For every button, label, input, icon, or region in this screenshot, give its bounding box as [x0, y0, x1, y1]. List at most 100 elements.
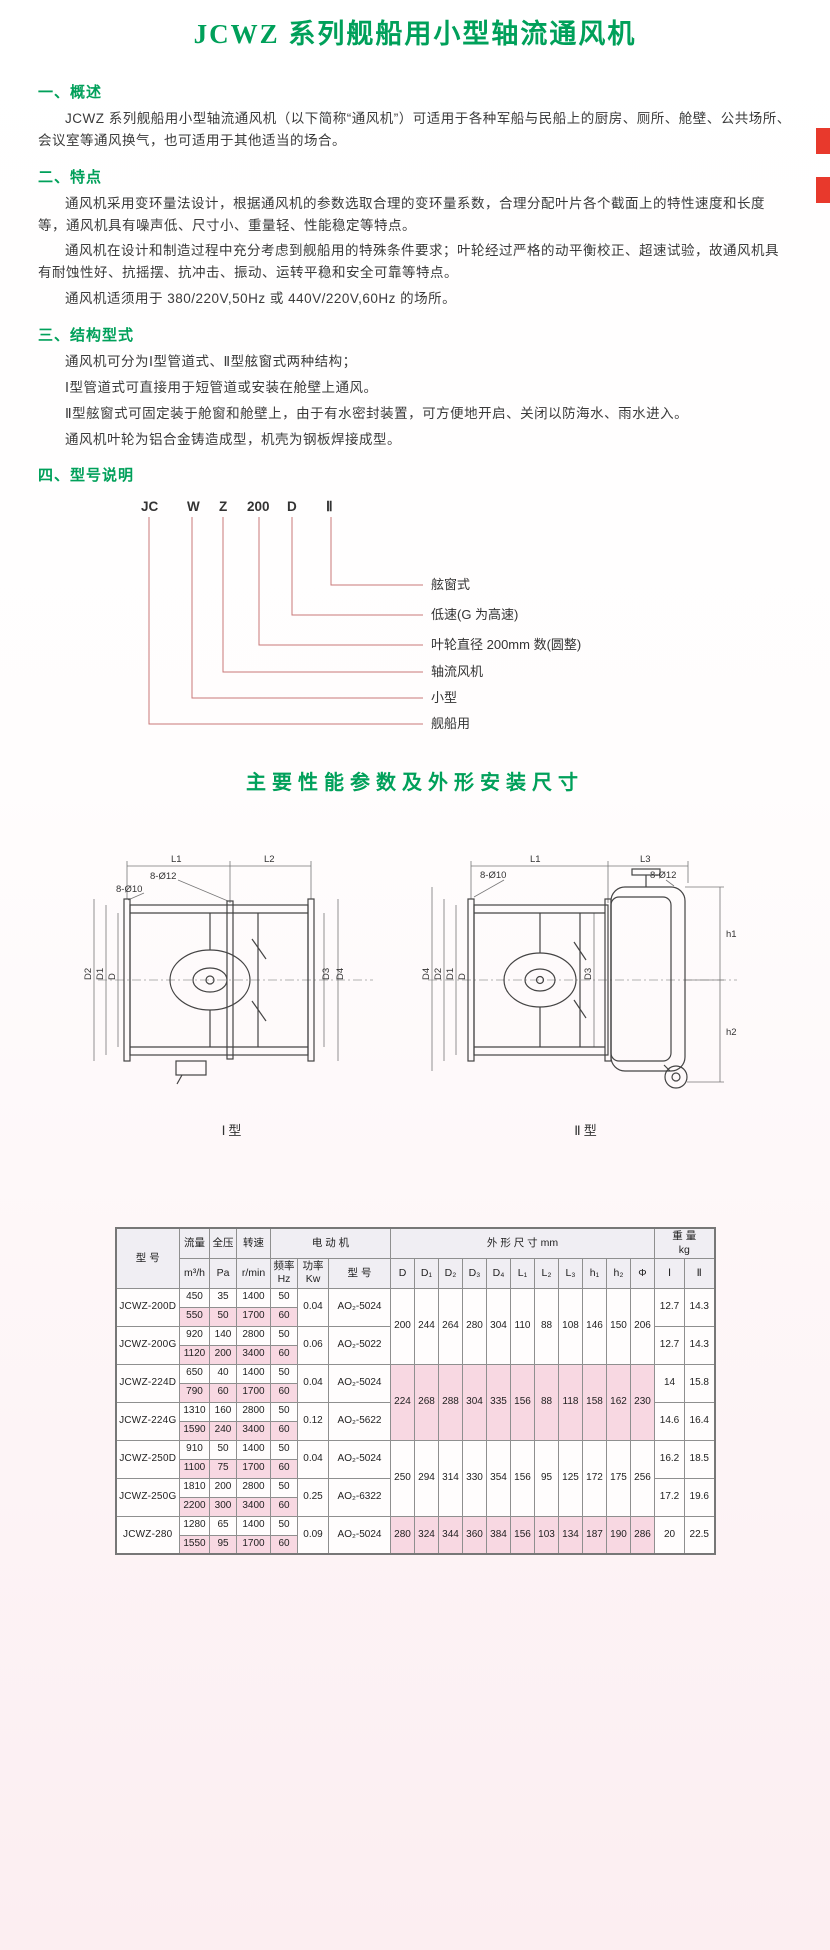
cell-weight-type1: 12.7 — [654, 1325, 685, 1365]
cell-power: 0.04 — [297, 1363, 329, 1403]
cell-speed: 2800 — [236, 1325, 271, 1346]
cell-model: JCWZ-224G — [115, 1401, 180, 1441]
cell-pressure: 75 — [209, 1458, 237, 1479]
cell-weight-type2: 14.3 — [684, 1325, 715, 1365]
cell-power: 0.04 — [297, 1439, 329, 1479]
cell-dim-0: 200 — [390, 1287, 415, 1365]
col-header-motor-model: 型 号 — [328, 1257, 391, 1289]
cell-dim-0: 224 — [390, 1363, 415, 1441]
cell-weight-type1: 14 — [654, 1363, 685, 1403]
col-header-speed: 转速 — [236, 1227, 271, 1259]
type1-caption: Ⅰ型 — [221, 1123, 245, 1139]
designation-codes: JC W Z 200 D Ⅱ — [141, 499, 333, 514]
label-axial-fan: 轴流风机 — [431, 664, 483, 679]
cell-motor-model: AO₂-5024 — [328, 1363, 391, 1403]
col-header-dim-2: D₂ — [438, 1257, 463, 1289]
cell-dim-7: 134 — [558, 1515, 583, 1555]
dim-label-d: D — [107, 973, 118, 980]
cell-dim-5: 156 — [510, 1439, 535, 1517]
dim-label-d1: D1 — [95, 968, 106, 980]
performance-params-heading: 主要性能参数及外形安装尺寸 — [246, 772, 584, 795]
col-header-dimensions-group: 外 形 尺 寸 mm — [390, 1227, 655, 1259]
cell-motor-model: AO₂-5022 — [328, 1325, 391, 1365]
structure-paragraph-3: Ⅱ型舷窗式可固定装于舱窗和舱壁上，由于有水密封装置，可方便地开启、关闭以防海水、… — [65, 405, 689, 421]
cell-pressure: 240 — [209, 1420, 237, 1441]
page-title: JCWZ 系列舰船用小型轴流通风机 — [193, 19, 637, 49]
cell-power: 0.06 — [297, 1325, 329, 1365]
code-200: 200 — [247, 499, 270, 514]
cell-speed: 3400 — [236, 1496, 271, 1517]
cell-frequency: 50 — [270, 1515, 298, 1536]
cell-dim-9: 150 — [606, 1287, 631, 1365]
type1-drawing: L1 L2 8-Ø12 8-Ø10 D2 D1 D D3 D4 — [83, 854, 373, 1085]
dim-label-8d10: 8-Ø10 — [116, 884, 142, 895]
cell-dim-0: 280 — [390, 1515, 415, 1555]
dimension-lines — [93, 861, 339, 1062]
cell-speed: 3400 — [236, 1420, 271, 1441]
cell-frequency: 60 — [270, 1306, 298, 1327]
cell-weight-type2: 19.6 — [684, 1477, 715, 1517]
dim-label-d4: D4 — [335, 968, 346, 980]
cell-frequency: 50 — [270, 1287, 298, 1308]
features-paragraph-1: 通风机采用变环量法设计，根据通风机的参数选取合理的变环量系数，合理分配叶片各个截… — [38, 195, 765, 233]
cell-flow: 1810 — [179, 1477, 210, 1498]
cell-power: 0.04 — [297, 1287, 329, 1327]
designation-svg: JC W Z 200 D Ⅱ 舷窗式 低速(G 为高速) 叶轮直径 200mm … — [141, 499, 581, 731]
dim-labels: L1 L2 8-Ø12 8-Ø10 D2 D1 D D3 D4 — [83, 854, 346, 980]
dim-label-l3: L3 — [640, 854, 651, 865]
cell-frequency: 50 — [270, 1325, 298, 1346]
cell-dim-5: 156 — [510, 1363, 535, 1441]
cell-model: JCWZ-200D — [115, 1287, 180, 1327]
cell-weight-type1: 16.2 — [654, 1439, 685, 1479]
cell-dim-6: 103 — [534, 1515, 559, 1555]
designation-labels: 舷窗式 低速(G 为高速) 叶轮直径 200mm 数(圆整) 轴流风机 小型 舰… — [431, 577, 581, 731]
section-heading-features: 二、特点 — [38, 168, 103, 186]
col-header-motor-group: 电 动 机 — [270, 1227, 391, 1259]
section-heading-model-designation: 四、型号说明 — [38, 467, 135, 485]
cell-pressure: 140 — [209, 1325, 237, 1346]
cell-dim-2: 344 — [438, 1515, 463, 1555]
type2-figure: L1 L3 8-Ø10 8-Ø12 D4 D2 D1 D D3 h1 h2 Ⅱ型 — [421, 847, 752, 1139]
cell-dim-4: 335 — [486, 1363, 511, 1441]
cell-flow: 920 — [179, 1325, 210, 1346]
cell-dim-4: 384 — [486, 1515, 511, 1555]
cell-weight-type1: 12.7 — [654, 1287, 685, 1327]
cell-speed: 1700 — [236, 1306, 271, 1327]
features-paragraph-3: 通风机适须用于 380/220V,50Hz 或 440V/220V,60Hz 的… — [65, 291, 457, 307]
dim-label-d1: D1 — [445, 968, 456, 980]
dim-label-d2: D2 — [83, 968, 94, 980]
dim-label-8d12: 8-Ø12 — [650, 870, 676, 881]
cell-power: 0.12 — [297, 1401, 329, 1441]
cell-dim-1: 268 — [414, 1363, 439, 1441]
cell-dim-8: 172 — [582, 1439, 607, 1517]
structure-paragraph-1: 通风机可分为Ⅰ型管道式、Ⅱ型舷窗式两种结构； — [65, 354, 357, 370]
dim-label-l1: L1 — [171, 854, 182, 865]
label-marine-use: 舰船用 — [431, 716, 470, 731]
cell-model: JCWZ-224D — [115, 1363, 180, 1403]
dim-label-d4: D4 — [422, 968, 432, 980]
cell-dim-7: 108 — [558, 1287, 583, 1365]
dim-label-d2: D2 — [433, 968, 444, 980]
col-header-dim-1: D₁ — [414, 1257, 439, 1289]
structure-paragraph-4: 通风机叶轮为铝合金铸造成型，机壳为钢板焊接成型。 — [65, 431, 401, 447]
cell-model: JCWZ-200G — [115, 1325, 180, 1365]
col-header-dim-10: Φ — [630, 1257, 655, 1289]
cell-frequency: 60 — [270, 1534, 298, 1555]
col-header-dim-8: h₁ — [582, 1257, 607, 1289]
cell-dim-2: 264 — [438, 1287, 463, 1365]
dim-label-8d10: 8-Ø10 — [480, 870, 506, 881]
dimension-drawings: L1 L2 8-Ø12 8-Ø10 D2 D1 D D3 D4 Ⅰ型 — [38, 847, 792, 1139]
cell-flow: 1120 — [179, 1344, 210, 1365]
cell-weight-type2: 22.5 — [684, 1515, 715, 1555]
cell-weight-type1: 17.2 — [654, 1477, 685, 1517]
dim-label-h2: h2 — [726, 1027, 737, 1038]
